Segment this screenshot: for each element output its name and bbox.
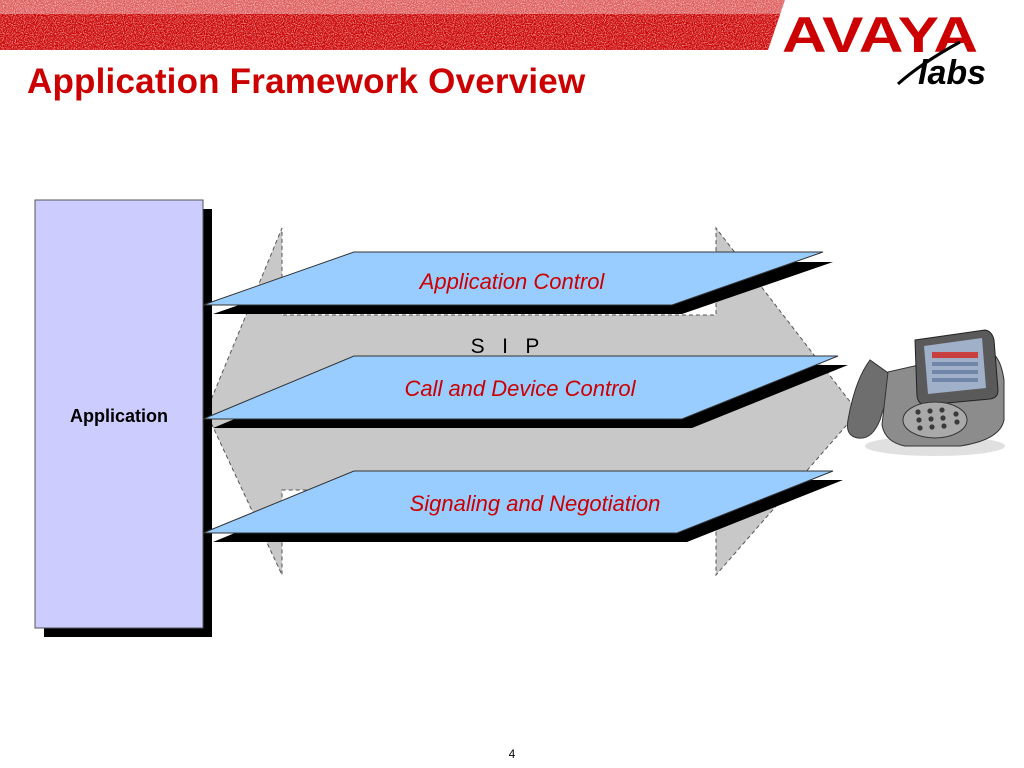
logo-brand: AVAYA bbox=[782, 7, 978, 63]
layer-label-signaling-negotiation: Signaling and Negotiation bbox=[410, 491, 661, 516]
application-box bbox=[34, 199, 204, 629]
page-number: 4 bbox=[508, 747, 516, 761]
sip-label: S I P bbox=[471, 335, 540, 358]
layer-label-call-device-control: Call and Device Control bbox=[404, 376, 636, 401]
layer-call-device-control bbox=[202, 355, 839, 420]
ip-phone-icon bbox=[847, 329, 1005, 456]
avaya-labs-logo: AVAYA labs bbox=[782, 7, 986, 92]
layer-application-control bbox=[202, 251, 824, 306]
application-label: Application bbox=[70, 406, 168, 426]
layer-signaling-negotiation bbox=[202, 470, 834, 534]
header-band bbox=[0, 0, 785, 50]
slide-title: Application Framework Overview bbox=[27, 62, 586, 101]
layer-label-application-control: Application Control bbox=[418, 269, 606, 294]
